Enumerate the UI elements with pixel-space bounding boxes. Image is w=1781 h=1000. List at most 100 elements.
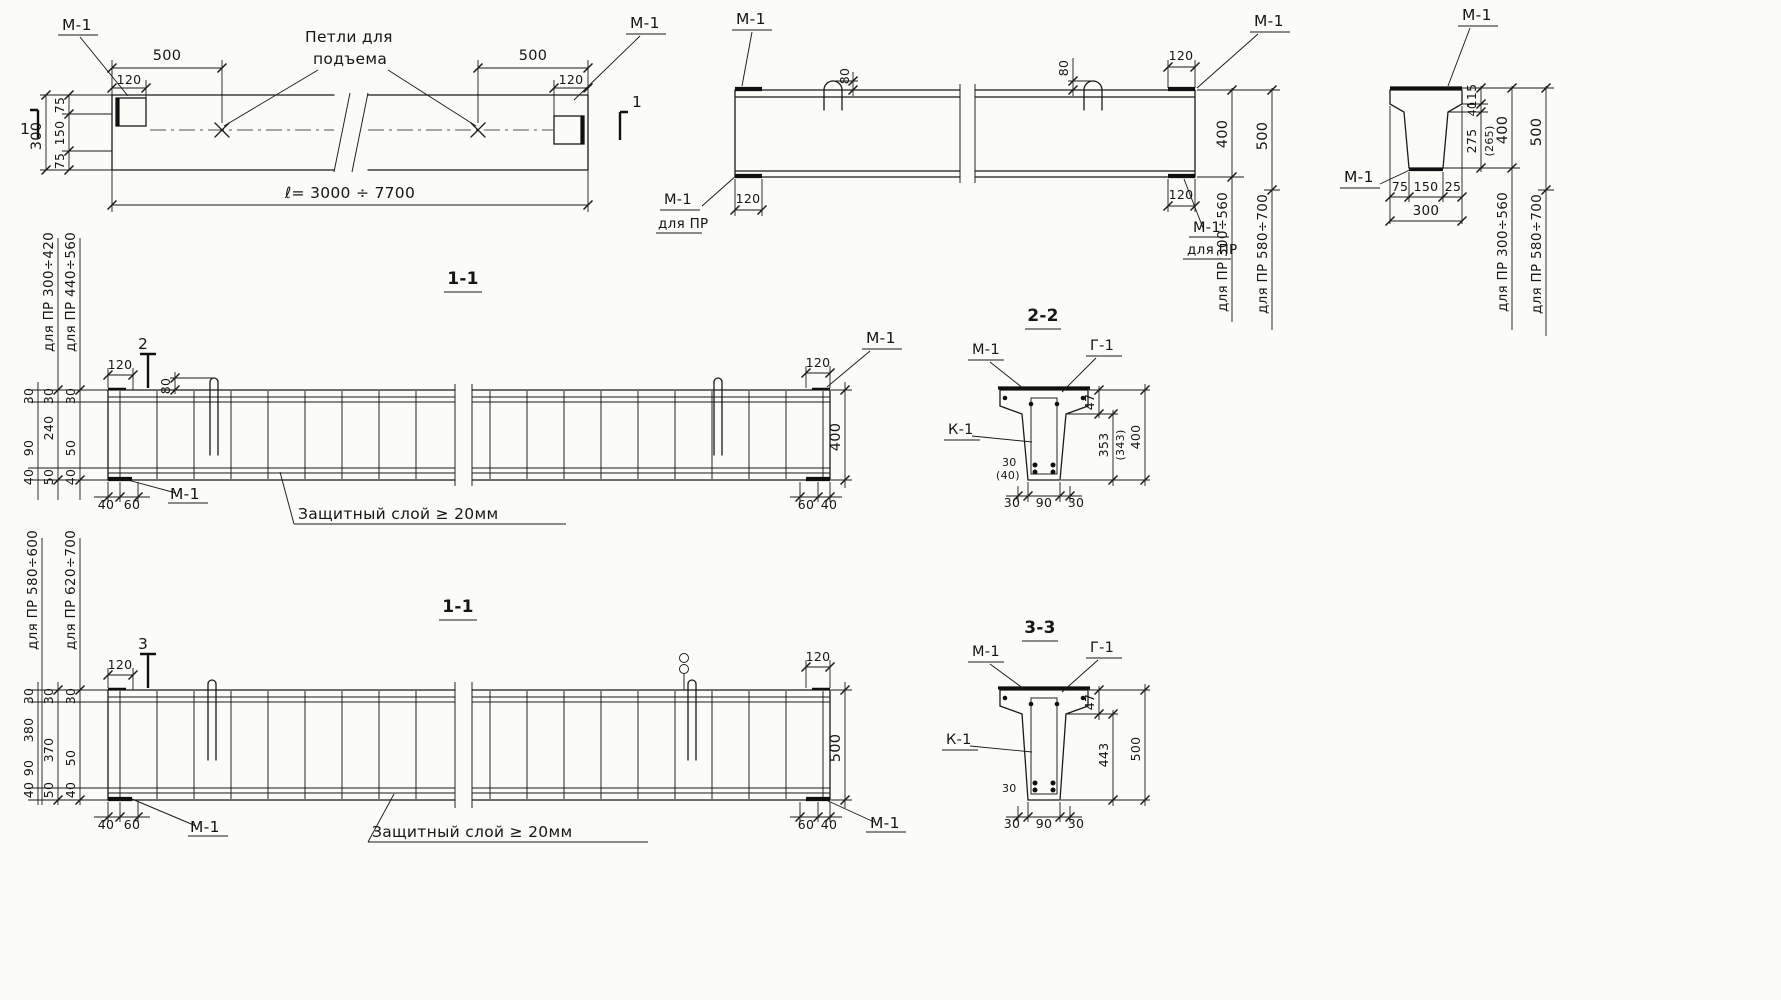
- label-protective-layer: Защитный слой ≥ 20мм: [372, 823, 572, 841]
- section-profile-view: М-1 М-1 115 40 275 (265) 400 500 для ПР …: [1340, 6, 1554, 336]
- dim-90: 90: [1036, 816, 1053, 831]
- dim-120: 120: [117, 72, 142, 87]
- embedded-plates: [735, 86, 1195, 179]
- label-pr-580-700: для ПР 580÷700: [1255, 194, 1271, 314]
- dim-120: 120: [806, 355, 831, 370]
- dim-120: 120: [1169, 187, 1194, 202]
- dim-50: 50: [41, 782, 56, 799]
- beam-profile: [999, 389, 1089, 481]
- dim-90: 90: [1036, 495, 1053, 510]
- dim-60: 60: [798, 817, 815, 832]
- section-cut-2-mark: [140, 352, 156, 388]
- dim-30: 30: [1068, 495, 1085, 510]
- dim-30: 30: [21, 388, 36, 405]
- label-m1: М-1: [870, 814, 900, 832]
- rebar-dots: [1002, 395, 1086, 475]
- section-1-1-top: 1-1 2 120 80 120 М-1 400 40 60 60 40 М-1…: [21, 232, 902, 525]
- dim-265-paren: (265): [1483, 125, 1496, 156]
- dim-400: 400: [1215, 120, 1231, 149]
- dim-40: 40: [63, 782, 78, 799]
- dim-380: 380: [21, 718, 36, 743]
- lifting-loops: [823, 80, 1103, 111]
- dim-80: 80: [158, 378, 173, 395]
- dim-30: 30: [41, 388, 56, 405]
- label-m1: М-1: [664, 192, 692, 208]
- section-3-3: 3-3 М-1 Г-1 К-1 47 443 500 30 90 30 30: [942, 618, 1151, 831]
- break-lines: [454, 682, 473, 808]
- stirrups: [119, 391, 824, 479]
- dim-500: 500: [153, 48, 182, 64]
- dim-47: 47: [1082, 694, 1097, 711]
- dim-120: 120: [559, 72, 584, 87]
- label-k1: К-1: [946, 732, 972, 748]
- dim-40: 40: [1466, 102, 1479, 117]
- label-pr-580-700: для ПР 580÷700: [1529, 194, 1545, 314]
- label-m1: М-1: [1344, 168, 1374, 186]
- label-lifting-loops-1: Петли для: [305, 28, 393, 46]
- dim-40: 40: [21, 469, 36, 486]
- stirrup-outline: [1030, 397, 1058, 475]
- label-pr-300-560: для ПР 300÷560: [1495, 192, 1511, 312]
- label-m1: М-1: [1462, 6, 1492, 24]
- dim-40: 40: [63, 469, 78, 486]
- label-m1: М-1: [630, 14, 660, 32]
- label-m1: М-1: [972, 342, 1000, 358]
- bar-mark-circles: [679, 653, 689, 690]
- section-2-2: 2-2 М-1 Г-1 К-1 47 353 (343) 400 30 90 3…: [944, 306, 1151, 510]
- dim-40: 40: [98, 817, 115, 832]
- label-pr-440-560: для ПР 440÷560: [63, 232, 79, 352]
- dim-47: 47: [1082, 394, 1097, 411]
- section-1-1-bottom: 1-1 3 120 120 500 40 60 60 40 М-1 М-1 За…: [21, 530, 906, 843]
- dim-30: 30: [41, 688, 56, 705]
- dim-75: 75: [52, 97, 67, 114]
- cut-label-3: 3: [138, 635, 148, 653]
- dim-40: 40: [821, 817, 838, 832]
- dim-50: 50: [41, 469, 56, 486]
- stirrups: [119, 691, 824, 799]
- embedded-part-left: [115, 97, 147, 127]
- dim-80: 80: [837, 68, 852, 85]
- dim-40-paren: (40): [996, 469, 1020, 482]
- dim-400: 400: [828, 423, 844, 452]
- label-pr-580-600: для ПР 580÷600: [25, 530, 41, 650]
- dim-30: 30: [1068, 816, 1085, 831]
- dim-500: 500: [519, 48, 548, 64]
- section-cut-1-marks: [30, 108, 628, 140]
- dim-30: 30: [1004, 816, 1021, 831]
- dim-30: 30: [21, 688, 36, 705]
- dim-275: 275: [1464, 129, 1479, 154]
- dim-75: 75: [52, 153, 67, 170]
- dim-500: 500: [1255, 122, 1271, 151]
- dim-30: 30: [1002, 456, 1017, 469]
- label-m1: М-1: [972, 644, 1000, 660]
- dim-500: 500: [828, 734, 844, 763]
- label-dlya-pr: для ПР: [658, 216, 708, 232]
- dim-50: 50: [63, 440, 78, 457]
- dim-90: 90: [21, 760, 36, 777]
- label-m1: М-1: [1193, 220, 1221, 236]
- label-m1: М-1: [736, 10, 766, 28]
- view-title-1-1: 1-1: [447, 269, 479, 289]
- dim-343-paren: (343): [1114, 429, 1127, 460]
- break-lines: [333, 92, 369, 173]
- dim-353: 353: [1096, 433, 1111, 458]
- dim-150: 150: [1414, 179, 1439, 194]
- dim-50: 50: [63, 750, 78, 767]
- label-m1: М-1: [190, 818, 220, 836]
- dim-30: 30: [1004, 495, 1021, 510]
- elevation-view: М-1 М-1 80 80 120 М-1 для ПР 120 120 М-1…: [656, 10, 1290, 330]
- break-lines: [454, 384, 473, 486]
- dim-75: 75: [1392, 179, 1409, 194]
- lifting-loop-marks: [214, 122, 486, 138]
- label-k1: К-1: [948, 422, 974, 438]
- break-lines: [959, 84, 976, 183]
- plan-view: М-1 М-1 500 120 500 120 Петли для подъем…: [20, 14, 666, 212]
- label-m1: М-1: [62, 16, 92, 34]
- view-title-2-2: 2-2: [1027, 306, 1059, 326]
- dim-300: 300: [1413, 203, 1440, 219]
- section-cut-3-mark: [140, 652, 156, 688]
- dim-443: 443: [1096, 743, 1111, 768]
- label-pr-300-560: для ПР 300÷560: [1215, 192, 1231, 312]
- stirrup-outline: [1030, 697, 1058, 795]
